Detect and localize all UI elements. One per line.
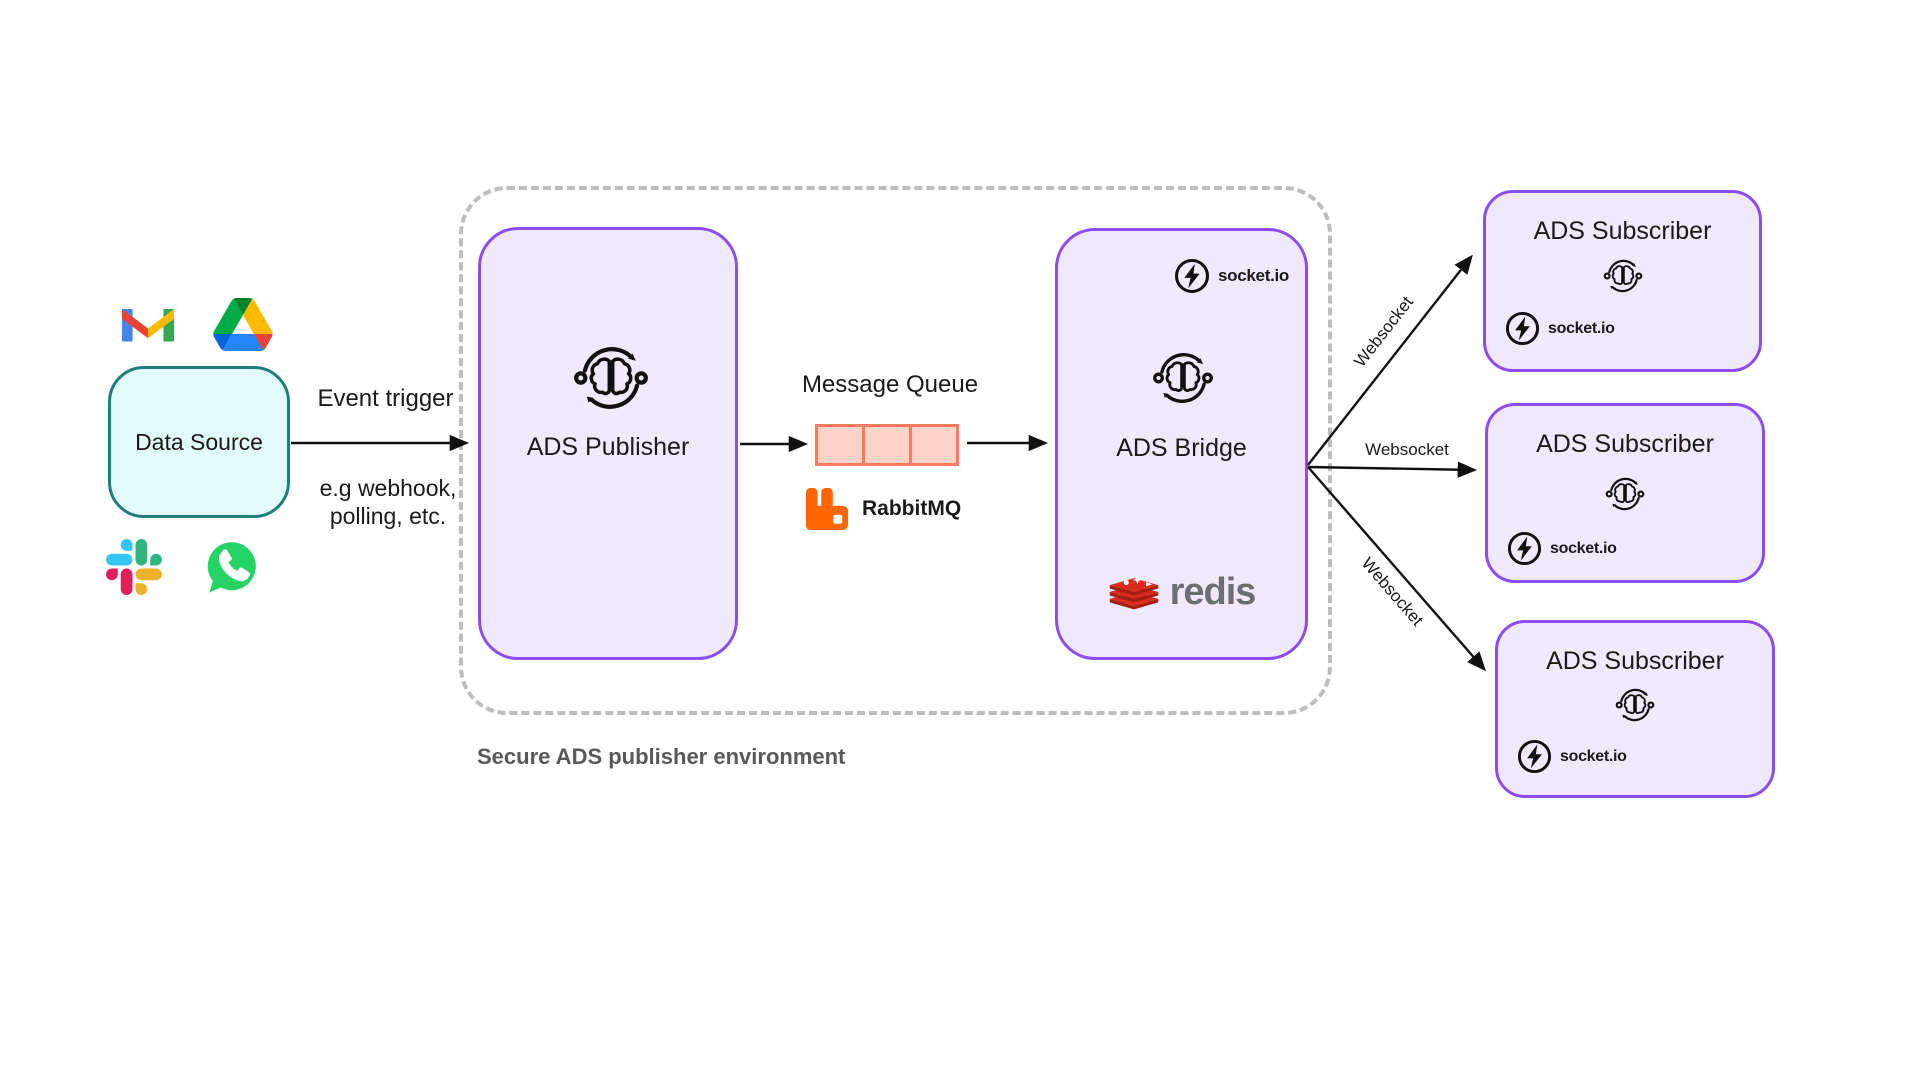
message-queue-title: Message Queue [801, 371, 979, 398]
ads-bridge-node: socket.io ADS Bridge redis [1055, 228, 1308, 660]
socketio-badge: socket.io [1504, 310, 1615, 347]
google-drive-icon [213, 298, 273, 351]
queue-block [815, 424, 865, 466]
socketio-icon [1506, 530, 1543, 567]
environment-caption: Secure ADS publisher environment [477, 744, 846, 769]
note-line-1: e.g webhook, [319, 475, 457, 501]
ads-bridge-label: ADS Bridge [1116, 434, 1247, 462]
gmail-icon [122, 309, 174, 342]
socketio-badge: socket.io [1506, 530, 1617, 567]
rabbitmq-label: RabbitMQ [862, 497, 962, 520]
socketio-badge: socket.io [1173, 257, 1289, 295]
ads-publisher-label: ADS Publisher [526, 433, 690, 461]
ai-sync-brain-icon [1613, 683, 1657, 727]
socketio-label: socket.io [1218, 266, 1289, 285]
websocket-label-mid: Websocket [1365, 440, 1449, 459]
ads-subscriber-node-1: ADS Subscriber socket.io [1483, 190, 1762, 372]
ads-publisher-node: ADS Publisher [478, 227, 738, 660]
socketio-icon [1173, 257, 1211, 295]
socketio-label: socket.io [1548, 319, 1615, 337]
ai-sync-brain-icon [569, 336, 653, 420]
ads-subscriber-label: ADS Subscriber [1533, 217, 1712, 245]
ai-sync-brain-icon [1603, 472, 1647, 516]
websocket-label-bottom: Websocket [1357, 553, 1428, 630]
note-line-2: polling, etc. [329, 503, 447, 529]
event-trigger-label: Event trigger [317, 385, 454, 412]
ads-subscriber-label: ADS Subscriber [1546, 647, 1724, 675]
socketio-badge: socket.io [1516, 738, 1627, 775]
queue-block [862, 424, 912, 466]
ai-sync-brain-icon [1601, 254, 1645, 298]
whatsapp-icon [207, 542, 256, 593]
redis-label: redis [1169, 571, 1257, 613]
ai-sync-brain-icon [1149, 344, 1217, 412]
redis-icon [1109, 575, 1158, 610]
socketio-label: socket.io [1560, 747, 1627, 765]
data-source-node: Data Source [108, 366, 290, 518]
ads-subscriber-label: ADS Subscriber [1536, 430, 1714, 458]
socketio-icon [1504, 310, 1541, 347]
ads-subscriber-node-2: ADS Subscriber socket.io [1485, 403, 1765, 583]
rabbitmq-logo-row: RabbitMQ [806, 488, 961, 530]
websocket-label-top: Websocket [1350, 292, 1417, 371]
socketio-icon [1516, 738, 1553, 775]
ads-subscriber-node-3: ADS Subscriber socket.io [1495, 620, 1775, 798]
redis-logo-row: redis [1058, 569, 1305, 615]
slack-icon [106, 539, 162, 595]
message-queue-blocks [815, 424, 959, 466]
data-source-label: Data Source [135, 428, 263, 455]
socketio-label: socket.io [1550, 539, 1617, 557]
queue-block [909, 424, 959, 466]
rabbitmq-icon [806, 488, 848, 530]
event-trigger-note: e.g webhook, polling, etc. [283, 474, 493, 530]
